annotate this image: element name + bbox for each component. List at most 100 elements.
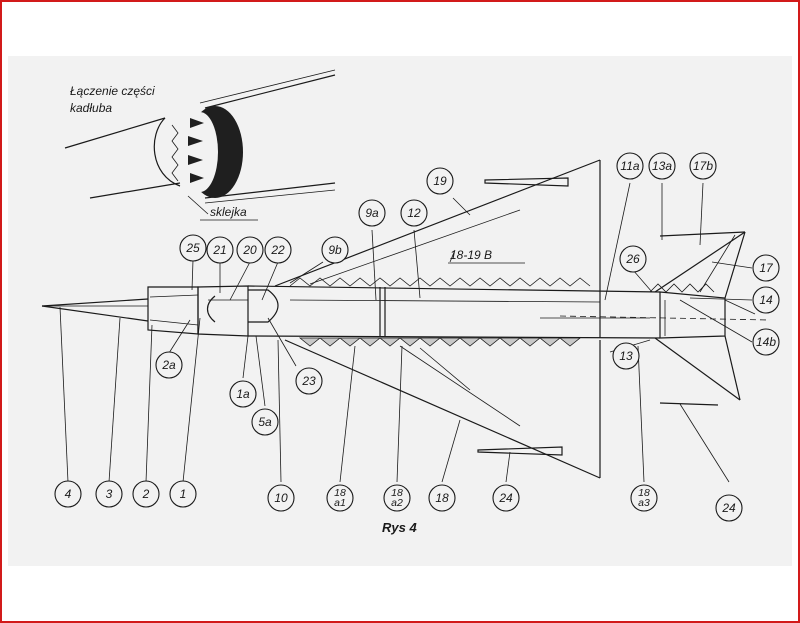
note-18-19-b: 18-19 B <box>450 248 492 262</box>
callout-text: 3 <box>106 487 113 501</box>
callout-text: 14 <box>759 293 773 307</box>
callout-circle <box>400 199 428 227</box>
callout-9a: 9a <box>358 199 386 227</box>
callout-text: 14b <box>756 335 776 349</box>
callout-text: 1 <box>180 487 187 501</box>
airframe-drawing <box>41 159 771 479</box>
callout-20: 20 <box>236 236 264 264</box>
inset-title-line1: Łączenie części <box>70 84 155 98</box>
callout-text: 21 <box>212 243 226 257</box>
paper-sheet <box>8 56 792 566</box>
callout-10: 10 <box>267 484 295 512</box>
callout-18: 18 <box>428 484 456 512</box>
callout-17: 17 <box>752 254 780 282</box>
callout-circle <box>752 328 780 356</box>
callout-text: 17 <box>759 261 774 275</box>
callout-circle <box>492 484 520 512</box>
callout-23: 23 <box>295 367 323 395</box>
callout-circle <box>54 480 82 508</box>
callout-13: 13 <box>612 342 640 370</box>
callout-circle <box>689 152 717 180</box>
callout-text: 1a <box>236 387 250 401</box>
callout-25: 25 <box>179 234 207 262</box>
callout-14b: 14b <box>752 328 780 356</box>
callout-circle <box>95 480 123 508</box>
callout-circle <box>383 484 411 512</box>
callout-text: 18 <box>391 487 403 499</box>
callout-24L: 24 <box>492 484 520 512</box>
callout-22: 22 <box>264 236 292 264</box>
leader-lines <box>59 182 753 483</box>
callout-text: 17b <box>693 159 713 173</box>
callout-text: 25 <box>185 241 200 255</box>
callout-text: 13 <box>619 349 633 363</box>
callout-text: 19 <box>433 174 447 188</box>
callout-text: 22 <box>270 243 285 257</box>
callout-1: 1 <box>169 480 197 508</box>
callout-circle <box>648 152 676 180</box>
plywood-label: sklejka <box>210 205 247 219</box>
callout-4: 4 <box>54 480 82 508</box>
callout-text: 18 <box>334 487 346 499</box>
fuselage-joint-inset: Łączenie części kadłuba sklejka <box>64 69 336 221</box>
callout-circle <box>132 480 160 508</box>
callout-text: 2a <box>161 358 176 372</box>
callout-circle <box>619 245 647 273</box>
callout-circle <box>251 408 279 436</box>
callout-text: 24 <box>498 491 513 505</box>
callout-circle <box>206 236 234 264</box>
callout-text: 20 <box>242 243 257 257</box>
inset-title-line2: kadłuba <box>70 101 112 115</box>
callout-text: 5a <box>258 415 272 429</box>
callout-text: a2 <box>391 497 403 509</box>
callout-12: 12 <box>400 199 428 227</box>
callout-text: 4 <box>65 487 72 501</box>
callout-11a: 11a <box>616 152 644 180</box>
callout-text: 12 <box>407 206 421 220</box>
callout-text: 2 <box>142 487 150 501</box>
callout-circle <box>169 480 197 508</box>
callout-text: 9a <box>365 206 379 220</box>
callout-19: 19 <box>426 167 454 195</box>
callout-circle <box>426 167 454 195</box>
callout-circle <box>358 199 386 227</box>
callout-circle <box>616 152 644 180</box>
callout-21: 21 <box>206 236 234 264</box>
callout-circle <box>321 236 349 264</box>
callout-circle <box>428 484 456 512</box>
callout-14: 14 <box>752 286 780 314</box>
callout-text: 26 <box>625 252 640 266</box>
callout-2: 2 <box>132 480 160 508</box>
callout-9b: 9b <box>321 236 349 264</box>
callout-3: 3 <box>95 480 123 508</box>
callout-circle <box>752 254 780 282</box>
callout-circle <box>229 380 257 408</box>
callout-circle <box>715 494 743 522</box>
callout-text: 11a <box>620 159 639 173</box>
callout-text: 9b <box>328 243 342 257</box>
figure-caption: Rys 4 <box>382 520 417 535</box>
callout-circle <box>179 234 207 262</box>
callout-text: 18 <box>638 487 650 499</box>
callout-circle <box>752 286 780 314</box>
callout-5a: 5a <box>251 408 279 436</box>
callout-circle <box>295 367 323 395</box>
callout-13a: 13a <box>648 152 676 180</box>
callout-circle <box>612 342 640 370</box>
callout-26: 26 <box>619 245 647 273</box>
callout-text: 13a <box>652 159 672 173</box>
callout-text: a1 <box>334 497 346 509</box>
callout-circle <box>630 484 658 512</box>
callout-text: a3 <box>638 497 650 509</box>
callout-text: 24 <box>721 501 736 515</box>
callout-2a: 2a <box>155 351 183 379</box>
callout-text: 23 <box>301 374 316 388</box>
callout-circle <box>155 351 183 379</box>
callout-text: 10 <box>274 491 288 505</box>
callout-1a: 1a <box>229 380 257 408</box>
callout-text: 18 <box>435 491 449 505</box>
